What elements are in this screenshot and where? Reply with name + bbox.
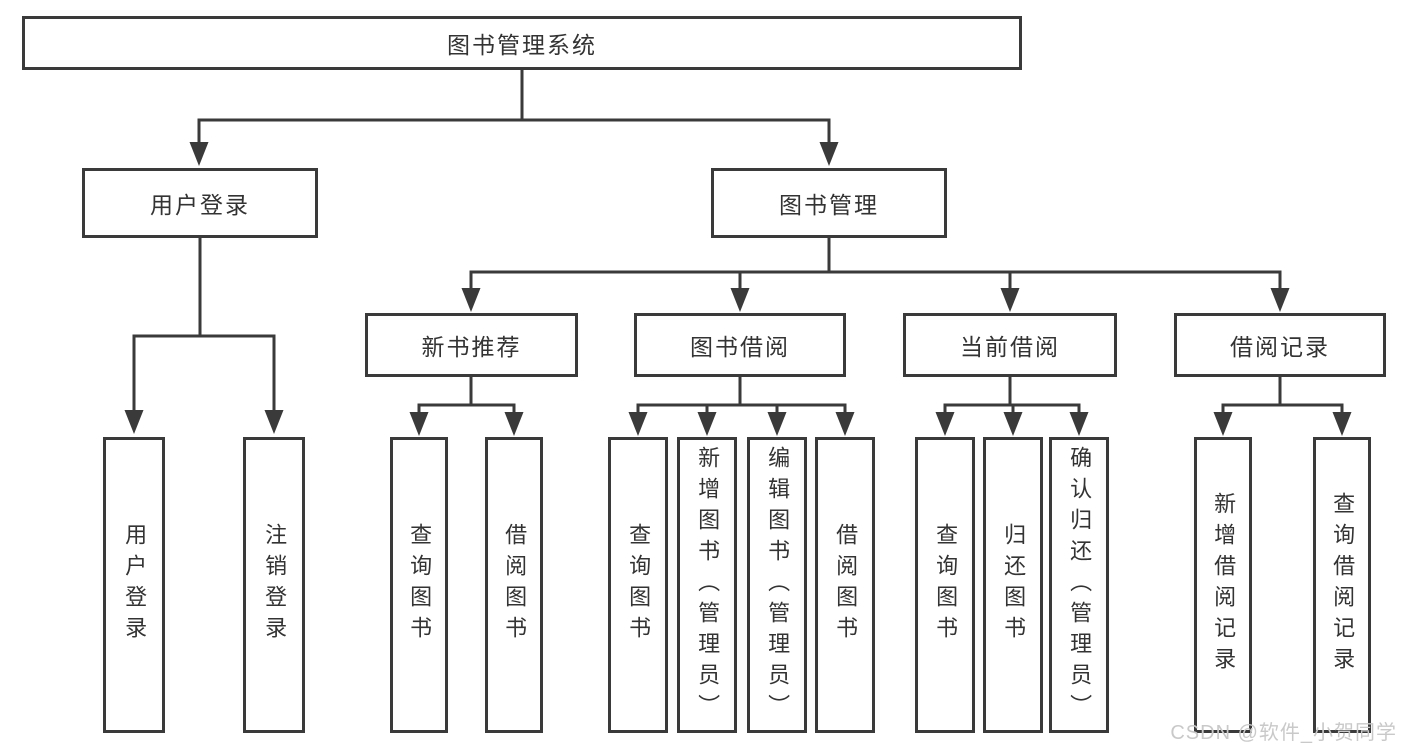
leaf-logout: 注销登录 — [243, 437, 305, 733]
leaf-borrow-books-borrow-label: 借阅图书 — [833, 523, 859, 647]
node-user-login: 用户登录 — [82, 168, 318, 238]
csdn-watermark: CSDN @软件_小贺同学 — [1170, 722, 1397, 744]
leaf-add-book-admin-label: 新增图书（管理员） — [695, 445, 721, 725]
leaf-return-books: 归还图书 — [983, 437, 1043, 733]
leaf-return-books-label: 归还图书 — [1001, 523, 1027, 647]
node-new-book-recommend: 新书推荐 — [365, 313, 578, 377]
leaf-add-book-admin: 新增图书（管理员） — [677, 437, 737, 733]
leaf-query-books-current-label: 查询图书 — [933, 523, 959, 647]
connector-root-to-level2 — [189, 70, 839, 166]
node-root: 图书管理系统 — [22, 16, 1022, 70]
leaf-query-books-current: 查询图书 — [915, 437, 975, 733]
leaf-query-books-recommend: 查询图书 — [390, 437, 448, 733]
node-current-borrow: 当前借阅 — [903, 313, 1117, 377]
leaf-add-borrow-record: 新增借阅记录 — [1194, 437, 1252, 733]
node-root-label: 图书管理系统 — [447, 32, 597, 58]
leaf-borrow-books-recommend: 借阅图书 — [485, 437, 543, 733]
node-book-management-label: 图书管理 — [779, 192, 879, 218]
node-book-borrow: 图书借阅 — [634, 313, 846, 377]
leaf-logout-label: 注销登录 — [262, 523, 288, 647]
leaf-confirm-return-admin-label: 确认归还（管理员） — [1067, 445, 1093, 725]
leaf-user-login: 用户登录 — [103, 437, 165, 733]
connector-records-to-leaves — [1213, 377, 1352, 436]
connector-userlogin-to-leaves — [124, 238, 284, 434]
connector-bookmgmt-to-level3 — [461, 238, 1290, 312]
leaf-edit-book-admin-label: 编辑图书（管理员） — [765, 445, 791, 725]
leaf-user-login-label: 用户登录 — [122, 523, 148, 647]
node-current-borrow-label: 当前借阅 — [960, 334, 1060, 360]
node-borrow-records-label: 借阅记录 — [1230, 334, 1330, 360]
leaf-query-books-recommend-label: 查询图书 — [407, 523, 433, 647]
leaf-borrow-books-recommend-label: 借阅图书 — [502, 523, 528, 647]
leaf-query-borrow-record-label: 查询借阅记录 — [1330, 492, 1356, 678]
connector-currentborrow-to-leaves — [935, 377, 1089, 436]
connector-newbook-to-leaves — [409, 377, 524, 436]
connector-bookborrow-to-leaves — [628, 377, 855, 436]
node-book-borrow-label: 图书借阅 — [690, 334, 790, 360]
leaf-borrow-books-borrow: 借阅图书 — [815, 437, 875, 733]
leaf-edit-book-admin: 编辑图书（管理员） — [747, 437, 807, 733]
leaf-query-books-borrow-label: 查询图书 — [626, 523, 652, 647]
leaf-query-books-borrow: 查询图书 — [608, 437, 668, 733]
node-borrow-records: 借阅记录 — [1174, 313, 1386, 377]
leaf-confirm-return-admin: 确认归还（管理员） — [1049, 437, 1109, 733]
node-user-login-label: 用户登录 — [150, 192, 250, 218]
leaf-add-borrow-record-label: 新增借阅记录 — [1211, 492, 1237, 678]
node-book-management: 图书管理 — [711, 168, 947, 238]
node-new-book-recommend-label: 新书推荐 — [421, 334, 522, 360]
leaf-query-borrow-record: 查询借阅记录 — [1313, 437, 1371, 733]
